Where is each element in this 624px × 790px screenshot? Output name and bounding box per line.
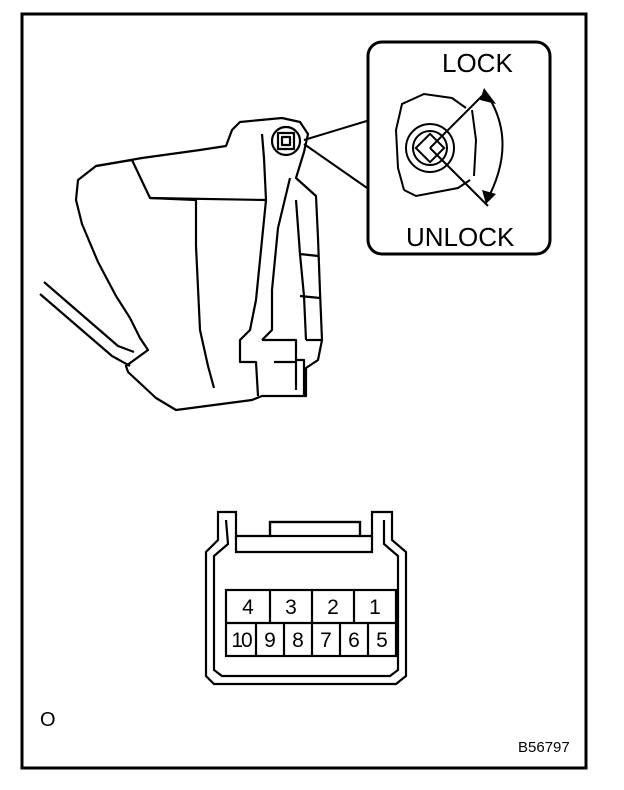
unlock-pointer (429, 147, 489, 207)
lock-pointer (429, 95, 483, 149)
arc-arrowhead-bottom (482, 190, 496, 204)
lock-knob (270, 125, 302, 157)
lock-cable (39, 281, 135, 367)
connector-inner (212, 519, 400, 678)
connector-latch (268, 520, 362, 538)
housing-edge (95, 158, 216, 389)
pin-label: 8 (292, 629, 304, 652)
rail-box (299, 252, 322, 342)
pin-label: 4 (242, 596, 254, 619)
right-rail (294, 199, 308, 341)
unlock-label: UNLOCK (406, 222, 515, 252)
upper-shelf (149, 133, 268, 202)
figure-border (20, 12, 588, 770)
lock-position-inset: LOCK UNLOCK (366, 40, 552, 256)
pin-label: 10 (231, 629, 252, 652)
pin-label: 9 (264, 629, 276, 652)
door-lock-assembly (39, 116, 324, 412)
figure-code: B56797 (518, 739, 570, 756)
lock-label: LOCK (442, 48, 513, 78)
pin-label: 5 (376, 629, 388, 652)
inset-knob (405, 123, 455, 173)
inset-frame (366, 40, 552, 256)
connector-face (204, 510, 408, 686)
inset-housing-inner (471, 109, 478, 177)
arc-arrowhead-top (480, 88, 496, 104)
pin-numbers: 4 3 2 1 10 9 8 7 6 5 (231, 596, 388, 652)
pin-label: 1 (369, 596, 381, 619)
lock-body-outline (74, 116, 324, 412)
side-label: O (40, 709, 56, 731)
plate-inner (261, 177, 292, 341)
pin-label: 3 (285, 596, 297, 619)
pin-label: 2 (327, 596, 339, 619)
pin-label: 7 (320, 629, 332, 652)
pin-label: 6 (348, 629, 360, 652)
vertical-plate (238, 199, 268, 397)
inset-housing (394, 92, 471, 198)
body-socket (262, 338, 306, 396)
callout-lines (303, 119, 371, 191)
